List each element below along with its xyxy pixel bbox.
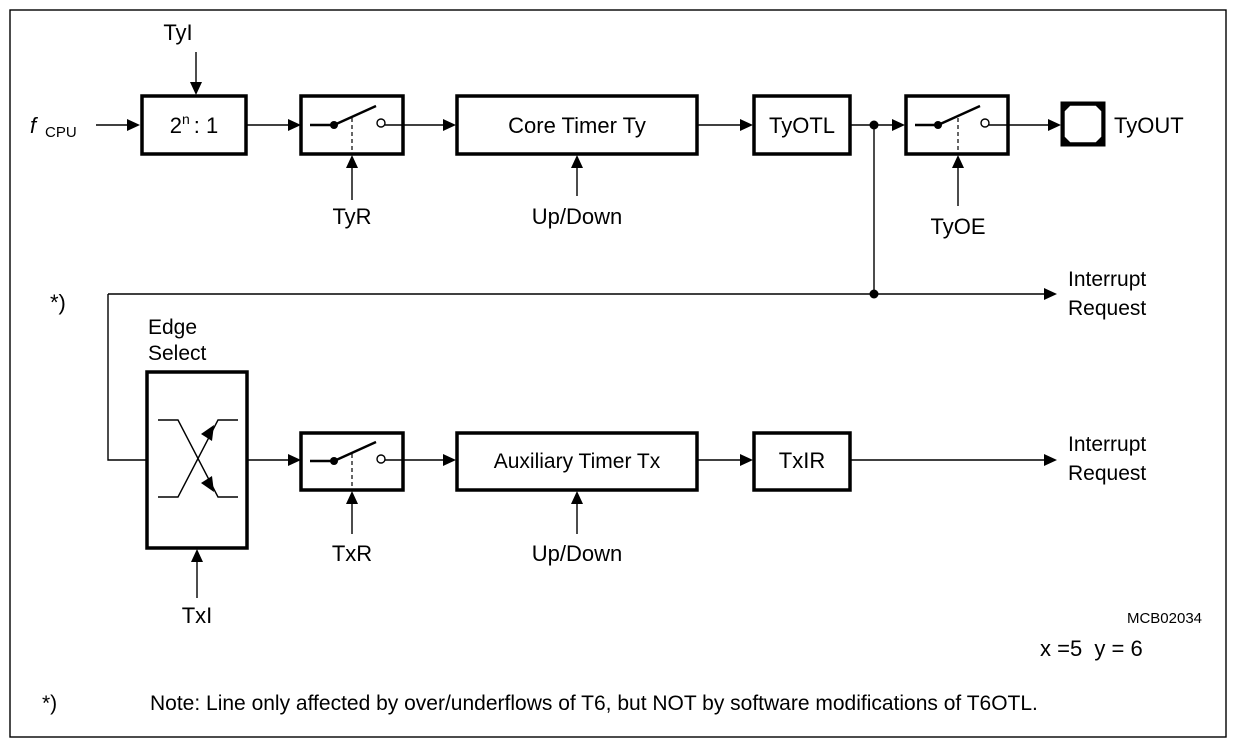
arrow-txr [346,491,358,504]
interrupt-request-1-line2: Request [1068,297,1146,320]
tyout-pin-corner-br [1094,135,1104,145]
arrow-into-tyotl [740,119,753,131]
edge-select-cross-b [158,419,238,498]
arrow-into-tyoe-switch [892,119,905,131]
tyout-pin-corner-bl [1062,135,1072,145]
arrow-into-txir [740,454,753,466]
txr-switch-lever [333,440,377,463]
aux-timer-label: Auxiliary Timer Tx [494,450,661,473]
xy-params: x =5 y = 6 [1040,636,1143,661]
arrow-into-txr-switch [288,454,301,466]
edge-select-arrow-down [201,476,214,492]
tyout-pin-corner-tr [1094,103,1104,113]
edge-select-arrow-up [201,425,214,441]
arrow-txi [191,549,203,562]
tyout-pin-corner-tl [1062,103,1072,113]
figure-id: MCB02034 [1127,610,1202,627]
fcpu-subscript: CPU [45,124,77,141]
edge-select-label-line2: Select [148,342,207,365]
note-marker: *) [42,692,57,715]
arrow-tyi [190,82,202,95]
aux-timer-box [455,431,699,492]
arrow-core-updown [571,155,583,168]
prescaler-label: 2n: 1 [170,111,219,138]
tyr-label: TyR [332,204,371,229]
tyr-switch-lever [333,104,377,127]
prescaler-box [140,94,248,156]
tyoe-label: TyOE [930,214,985,239]
arrow-into-tyr-switch [288,119,301,131]
arrow-into-core-timer [443,119,456,131]
arrow-interrupt-request-2 [1044,454,1057,466]
interrupt-request-2-line1: Interrupt [1068,433,1146,456]
arrow-into-prescaler [127,119,140,131]
tyoe-switch-lever [937,104,981,127]
note-text: Note: Line only affected by over/underfl… [150,692,1038,715]
tyout-pin-octagon [1063,104,1103,144]
interrupt-request-1-line1: Interrupt [1068,268,1146,291]
core-updown-label: Up/Down [532,204,622,229]
arrow-into-aux-timer [443,454,456,466]
txir-label: TxIR [779,448,825,473]
arrow-aux-updown [571,491,583,504]
arrow-interrupt-request-1 [1044,288,1057,300]
txr-label: TxR [332,541,372,566]
txi-label: TxI [182,603,213,628]
tyoe-switch-contact [980,118,990,128]
fcpu-label: f [30,113,39,138]
arrow-tyr [346,155,358,168]
tyr-switch-contact [376,118,386,128]
wire-feedback-edge-select [107,294,146,461]
star-marker: *) [50,290,66,315]
aux-updown-label: Up/Down [532,541,622,566]
tyout-label: TyOUT [1114,113,1184,138]
core-timer-box [455,94,699,156]
interrupt-request-2-line2: Request [1068,462,1146,485]
figure-frame [9,9,1227,738]
tyi-label: TyI [163,20,192,45]
arrow-into-tyout-pin [1048,119,1061,131]
core-timer-label: Core Timer Ty [508,113,646,138]
txir-box [752,431,852,492]
edge-select-label-line1: Edge [148,316,197,339]
tyotl-label: TyOTL [769,113,835,138]
arrow-tyoe [952,155,964,168]
txr-switch-contact [376,454,386,464]
